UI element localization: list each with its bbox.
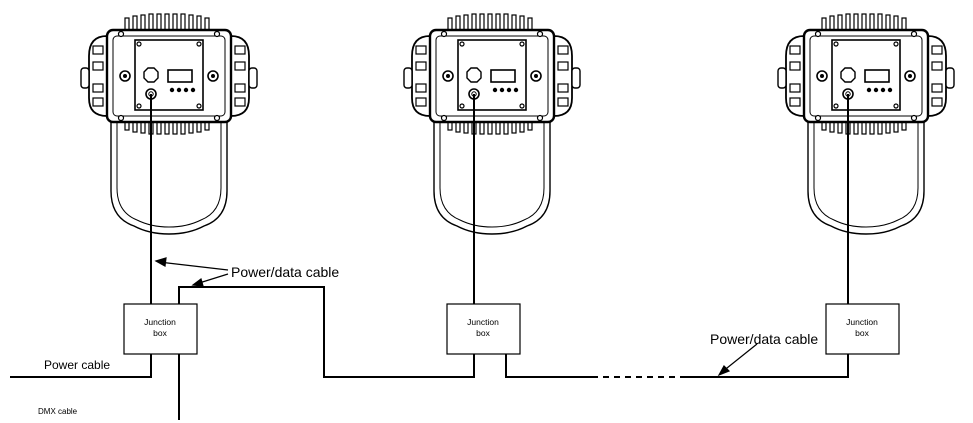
junction-box-3: Junction box bbox=[825, 303, 900, 355]
link-cable-2b bbox=[683, 354, 849, 378]
power-cable-line bbox=[10, 354, 152, 378]
junction-box-label: box bbox=[476, 328, 490, 338]
junction-box-label: box bbox=[153, 328, 167, 338]
fixture-3 bbox=[776, 12, 956, 236]
cables bbox=[10, 94, 849, 420]
leader-arrows bbox=[154, 257, 758, 377]
power-data-cable-label-right: Power/data cable bbox=[710, 331, 818, 347]
junction-box-2: Junction box bbox=[446, 303, 521, 355]
junction-box-label: Junction bbox=[144, 317, 176, 327]
junction-box-1: Junction box bbox=[123, 303, 198, 355]
junction-box-label: Junction bbox=[467, 317, 499, 327]
power-cable-label: Power cable bbox=[44, 358, 110, 372]
junction-box-label: box bbox=[855, 328, 869, 338]
junction-box-label: Junction bbox=[846, 317, 878, 327]
link-cable-1 bbox=[178, 286, 475, 378]
fixture-2 bbox=[402, 12, 582, 236]
dmx-cable-label: DMX cable bbox=[38, 407, 78, 416]
fixture-1 bbox=[79, 12, 259, 236]
power-data-cable-label-top: Power/data cable bbox=[231, 264, 339, 280]
link-cable-2a bbox=[505, 354, 592, 378]
